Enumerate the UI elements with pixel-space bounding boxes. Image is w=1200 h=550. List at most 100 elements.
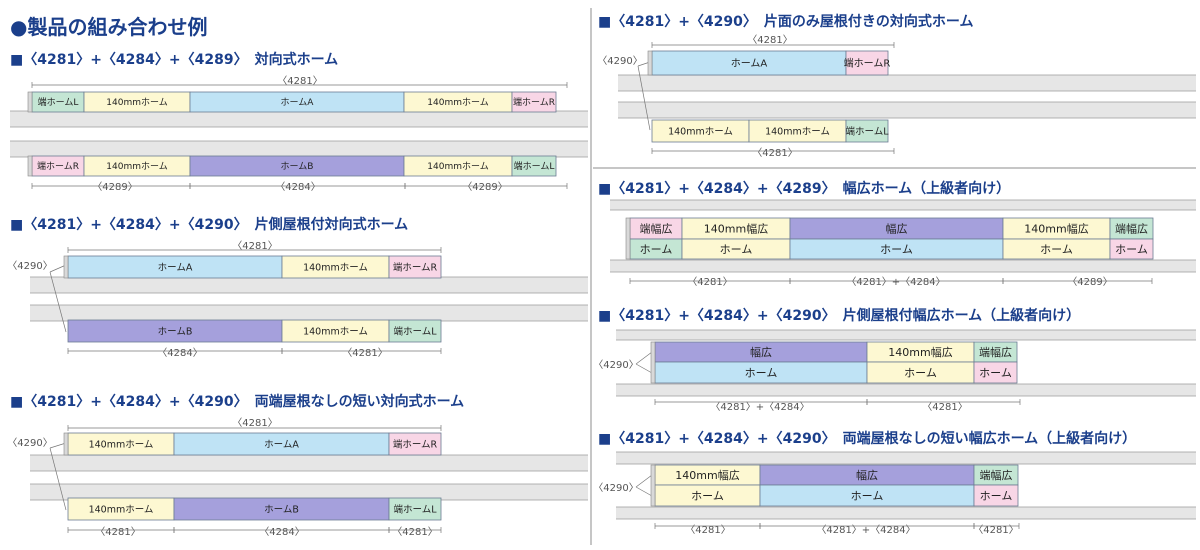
dimension-lines-layer [31, 42, 1153, 533]
s2-bottom-segment-label: ホームB [158, 326, 193, 337]
s1-top-ledge [27, 91, 33, 113]
s5-lower-segment-label: ホーム [640, 243, 673, 256]
s2-top-label: 〈4281〉 [232, 240, 277, 252]
s2-top-segment [388, 255, 442, 279]
s6-lower-segment-label: ホーム [979, 366, 1012, 379]
s3-bottom-segment-label: 140mmホーム [89, 504, 154, 515]
s3-top-segment [388, 432, 442, 456]
s6-upper-segment-label: 端幅広 [979, 346, 1012, 359]
s3-top-segment-label: 端ホームR [393, 438, 438, 450]
s5-ledge [625, 217, 631, 260]
s7-leader [635, 474, 653, 497]
s3-track-top [30, 455, 588, 471]
s7-upper-segment-label: 端幅広 [980, 469, 1013, 482]
s5-upper-segment-label: 140mm幅広 [704, 222, 768, 235]
s6-upper-segment-label: 140mm幅広 [888, 346, 952, 359]
s2-leader [49, 264, 67, 333]
s5-upper-segment-label: 140mm幅広 [1024, 222, 1088, 235]
s4-bottom-segment-label: 140mmホーム [668, 126, 733, 137]
s5-lower-segment-label: ホーム [1115, 243, 1148, 256]
s7-side-label: 〈4290〉 [593, 482, 638, 494]
s5-lower-segment-label: ホーム [720, 243, 753, 256]
s6-track-top [616, 330, 1196, 340]
section-title-s2: ■〈4281〉+〈4284〉+〈4290〉 片側屋根付対向式ホーム [10, 216, 408, 233]
s1-track-top [10, 111, 588, 127]
s6-lower-segment-label: ホーム [745, 366, 778, 379]
s5-lower-segment-label: ホーム [880, 243, 913, 256]
s4-track-top [618, 75, 1196, 91]
s5-bot-label-4281-4284: 〈4281〉+〈4284〉 [846, 276, 945, 288]
s7-track-top [616, 452, 1196, 464]
s7-track-bottom [616, 507, 1196, 519]
s4-bottom-segment-label: 端ホームL [845, 125, 889, 137]
s6-lower-segment [973, 361, 1018, 384]
s7-upper-segment-label: 幅広 [856, 469, 878, 482]
s2-bottom-segment [388, 319, 442, 343]
s5-track-top [610, 200, 1196, 210]
s1-bottom-segment-label: 140mmホーム [427, 161, 488, 172]
s6-upper-segment-label: 幅広 [750, 346, 772, 359]
s2-bottom-segment-label: 140mmホーム [303, 326, 368, 337]
s5-upper-segment-label: 端幅広 [1115, 222, 1148, 235]
s1-bottom-ledge [27, 155, 33, 177]
s3-bot-label-4284: 〈4284〉 [259, 526, 304, 538]
s2-bot-label-4284: 〈4284〉 [157, 347, 202, 359]
s6-track-bottom [616, 384, 1196, 396]
s7-lower-segment-label: ホーム [980, 489, 1013, 502]
s2-bottom-segment-label: 端ホームL [393, 325, 437, 337]
s1-top-segment-label: ホームA [281, 97, 315, 108]
s1-bottom-segment-label: 端ホームL [514, 160, 555, 172]
s1-bottom-segment-label: 140mmホーム [106, 161, 167, 172]
s4-bot-label: 〈4281〉 [752, 147, 797, 159]
s5-lower-segment-label: ホーム [1040, 243, 1073, 256]
s2-side-label: 〈4290〉 [7, 260, 52, 272]
section-title-s5: ■〈4281〉+〈4284〉+〈4289〉 幅広ホーム（上級者向け） [598, 180, 1010, 197]
s1-track-bottom [10, 141, 588, 157]
s6-bot-label-4281: 〈4281〉 [922, 401, 967, 413]
s7-bot-label-4281b: 〈4281〉 [973, 524, 1018, 536]
s4-top-segment-label: 端ホームR [844, 57, 891, 70]
s5-upper-segment-label: 端幅広 [640, 222, 673, 235]
s1-bot-label-4289b: 〈4289〉 [462, 181, 507, 193]
s1-top-segment [511, 91, 557, 113]
s2-top-segment-label: 端ホームR [393, 261, 438, 273]
s1-bottom-segment [511, 155, 557, 177]
s2-track-top [30, 277, 588, 293]
s2-bot-label-4281: 〈4281〉 [342, 347, 387, 359]
s4-track-bottom [618, 102, 1196, 118]
s5-bot-label-4289: 〈4289〉 [1067, 276, 1112, 288]
section-title-s3: ■〈4281〉+〈4284〉+〈4290〉 両端屋根なしの短い対向式ホーム [10, 393, 464, 410]
s4-top-ledge [647, 50, 653, 76]
s7-lower-segment [973, 484, 1019, 507]
s1-top-segment-label: 端ホームL [38, 96, 79, 108]
s6-side-label: 〈4290〉 [593, 359, 638, 371]
s3-bot-label-4281a: 〈4281〉 [95, 526, 140, 538]
s7-bot-label-4281: 〈4281〉 [685, 524, 730, 536]
s3-leader [49, 442, 67, 511]
section-title-s4: ■〈4281〉+〈4290〉 片面のみ屋根付きの対向式ホーム [598, 13, 973, 30]
s5-upper-segment-label: 幅広 [886, 222, 908, 235]
s6-ledge [650, 341, 656, 384]
s1-bot-label-4284: 〈4284〉 [275, 181, 320, 193]
s5-track-bottom [610, 260, 1196, 272]
section-title-s7: ■〈4281〉+〈4284〉+〈4290〉 両端屋根なしの短い幅広ホーム（上級者… [598, 430, 1136, 447]
s6-lower-segment-label: ホーム [904, 366, 937, 379]
s3-bot-label-4281b: 〈4281〉 [392, 526, 437, 538]
section-title-s1: ■〈4281〉+〈4284〉+〈4289〉 対向式ホーム [10, 51, 338, 68]
s1-top-segment-label: 140mmホーム [427, 97, 488, 108]
s7-upper-segment-label: 140mm幅広 [675, 469, 739, 482]
page-title: ●製品の組み合わせ例 [10, 15, 207, 39]
s4-top-segment-label: ホームA [731, 58, 768, 70]
s2-top-ledge [63, 255, 69, 279]
s7-ledge [650, 464, 656, 507]
section-title-s6: ■〈4281〉+〈4284〉+〈4290〉 片側屋根付幅広ホーム（上級者向け） [598, 307, 1080, 324]
s6-bot-label-4281-4284: 〈4281〉+〈4284〉 [710, 401, 809, 413]
s4-top-segment [845, 50, 889, 76]
s4-bottom-segment [845, 119, 889, 143]
s4-bottom-segment-label: 140mmホーム [765, 126, 830, 137]
s3-side-label: 〈4290〉 [7, 437, 52, 449]
s6-leader [635, 351, 653, 374]
s3-top-label: 〈4281〉 [232, 417, 277, 429]
